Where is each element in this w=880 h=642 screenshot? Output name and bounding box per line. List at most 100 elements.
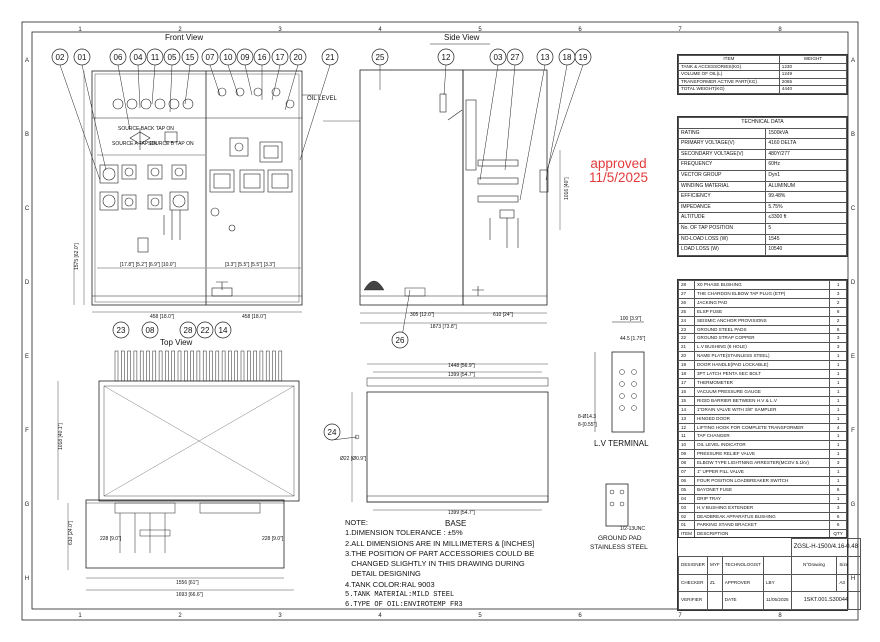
title-block: ZGSL-H-1500/4.16-0.48 DESIGNER MYF TECHN… (677, 537, 861, 611)
base-hole-dim: Ø22 [Ø0.9"] (340, 456, 367, 462)
tech-row: FREQUENCY 60Hz (677, 159, 847, 171)
parts-no: 20 (678, 351, 695, 362)
parts-row: 22 GROUND STRAP COPPER 3 (678, 333, 847, 344)
parts-desc: OIL LEVEL INDICATOR (693, 440, 831, 451)
tech-row: EFFICIENCY 99.48% (677, 191, 847, 203)
grid-col-label: 5 (478, 27, 482, 33)
radiator-fin (114, 350, 119, 382)
grid-row-label: G (25, 502, 30, 508)
balloon-side-27-leader (504, 64, 516, 171)
balloon-side-18-number: 18 (563, 53, 572, 62)
approval-stamp: approved 11/5/2025 (589, 157, 648, 185)
weight-value: 2065 (778, 77, 848, 87)
tech-key: IMPEDANCE (677, 201, 767, 214)
tech-value: 5 (765, 222, 847, 235)
parts-desc: 3PT LATCH PENTA SEC BOLT (693, 369, 831, 379)
parts-no: 27 (678, 288, 695, 299)
grid-col-label: 6 (578, 613, 582, 619)
technologist-label: TECHNOLOGIST (721, 555, 764, 575)
parts-row: 20 NAME PLATE(STAINLESS STEEL) 1 (678, 351, 847, 362)
source-a-text: SOURCE A TAP ON (112, 141, 157, 147)
balloon-front-10-leader (227, 64, 239, 96)
weight-item: TRANSFORMER ACTIVE PART(KG) (678, 77, 780, 87)
radiator-fin (177, 350, 182, 382)
balloon-side-27-number: 27 (511, 53, 520, 62)
parts-row: 21 L.V BUSHING (8 HOLE) 3 (678, 342, 847, 353)
note-line: 1.DIMENSION TOLERANCE : ±5% (345, 528, 463, 538)
source-b-text: SOURCE B TAP ON (148, 141, 194, 147)
tech-value: 480Y/277 (765, 148, 847, 161)
lv-terminal-view: 100 [3.9"] 44.5 [1.75"] 8-Ø14.3 8-[0.55"… (578, 316, 649, 448)
balloon-front-05-number: 05 (168, 53, 177, 62)
parts-row: 04 DRIP TRAY 1 (678, 493, 847, 504)
grid-row-label: B (25, 132, 29, 138)
ground-pad-title: GROUND PAD (598, 535, 642, 542)
tech-row: RATING 1500kVA (677, 127, 847, 140)
base-view: 1448 [56.9"] 1399 [54.7"] 1399 [54.7"] Ø… (340, 363, 549, 528)
balloon-front-bottom-22 (196, 321, 214, 339)
tech-row: WINDING MATERIAL ALUMINUM (677, 180, 847, 193)
grid-col-label: 1 (78, 613, 82, 619)
base-w1-dim: 1448 [56.9"] (448, 363, 475, 369)
balloon-front-11-leader (151, 64, 156, 105)
parts-row: 12 LIFTING HOOK FOR COMPLETE TRANSFORMER… (678, 422, 847, 433)
side-depth-dim: 1873 [73.8"] (430, 324, 457, 330)
balloon-front-01 (73, 48, 91, 66)
technologist-value (762, 555, 792, 575)
grid-col-label: 8 (778, 27, 782, 33)
tech-key: RATING (677, 127, 767, 140)
weight-value: 1230 (778, 62, 848, 72)
grid-row-label: B (851, 132, 855, 138)
lv-width-dim: 100 [3.9"] (620, 316, 642, 322)
note-line: 3.THE POSITION OF PART ACCESSORIES COULD… (345, 548, 535, 558)
balloon-front-10 (219, 48, 237, 66)
base-w2-dim: 1399 [54.7"] (448, 372, 475, 378)
balloon-side-18-leader (545, 64, 568, 181)
parts-qty: 6 (829, 484, 847, 495)
tech-row: IMPEDANCE 5.75% (677, 201, 847, 214)
tech-row: NO-LOAD LOSS (W) 1545 (677, 233, 847, 246)
weight-value: 1249 (778, 70, 848, 79)
top-dim-small-b: 228 [9.0"] (262, 536, 284, 542)
parts-qty: 1 (829, 369, 847, 379)
balloon-side-19-number: 19 (579, 53, 588, 62)
radiator-fin (259, 350, 264, 382)
grid-col-label: 3 (278, 27, 282, 33)
parts-desc: X0 PHASE BUSHING (693, 280, 831, 290)
note-line: 5.TANK MATERIAL:MILD STEEL (345, 591, 455, 600)
balloon-side-12-number: 12 (442, 53, 451, 62)
balloon-front-15-leader (184, 64, 191, 105)
balloon-front-04 (129, 48, 147, 66)
parts-qty: 3 (829, 342, 847, 353)
parts-qty: 1 (829, 377, 847, 388)
grid-row-label: F (25, 428, 29, 434)
parts-no: 16 (678, 386, 695, 397)
radiator-fin (247, 350, 251, 382)
parts-desc: GROUND STEEL PADS (693, 324, 831, 335)
balloon-front-17 (271, 48, 289, 66)
drawing-label: N°Drawing (790, 555, 838, 575)
top-view-title: Top View (160, 338, 193, 347)
weight-header-value: WEIGHT (778, 55, 848, 64)
checker-label: CHECKER (678, 573, 708, 593)
weight-item: TOTAL WEIGHT(KG) (678, 85, 780, 94)
grid-row-label: D (851, 280, 856, 286)
grid-col-label: 8 (778, 613, 782, 619)
tech-row: ALTITUDE ≤3300 ft (677, 212, 847, 224)
balloon-front-15-number: 15 (186, 53, 195, 62)
weight-row: TOTAL WEIGHT(KG) 4440 (678, 85, 848, 94)
balloon-front-15 (181, 48, 199, 66)
balloon-front-06-leader (117, 64, 131, 131)
tech-value: Dyn1 (765, 169, 847, 182)
radiator-fin (139, 350, 144, 382)
balloon-front-02-number: 02 (56, 53, 65, 62)
parts-row: 26 JACKING PAD 2 (678, 297, 847, 308)
balloon-front-05-leader (169, 64, 173, 113)
parts-desc: SEISMIC ANCHOR PROVISIONS (693, 315, 831, 326)
parts-qty: 1 (829, 404, 847, 415)
approver-label: APPROVER (721, 573, 764, 593)
parts-qty: 1 (829, 493, 847, 504)
parts-no: 06 (678, 475, 695, 486)
